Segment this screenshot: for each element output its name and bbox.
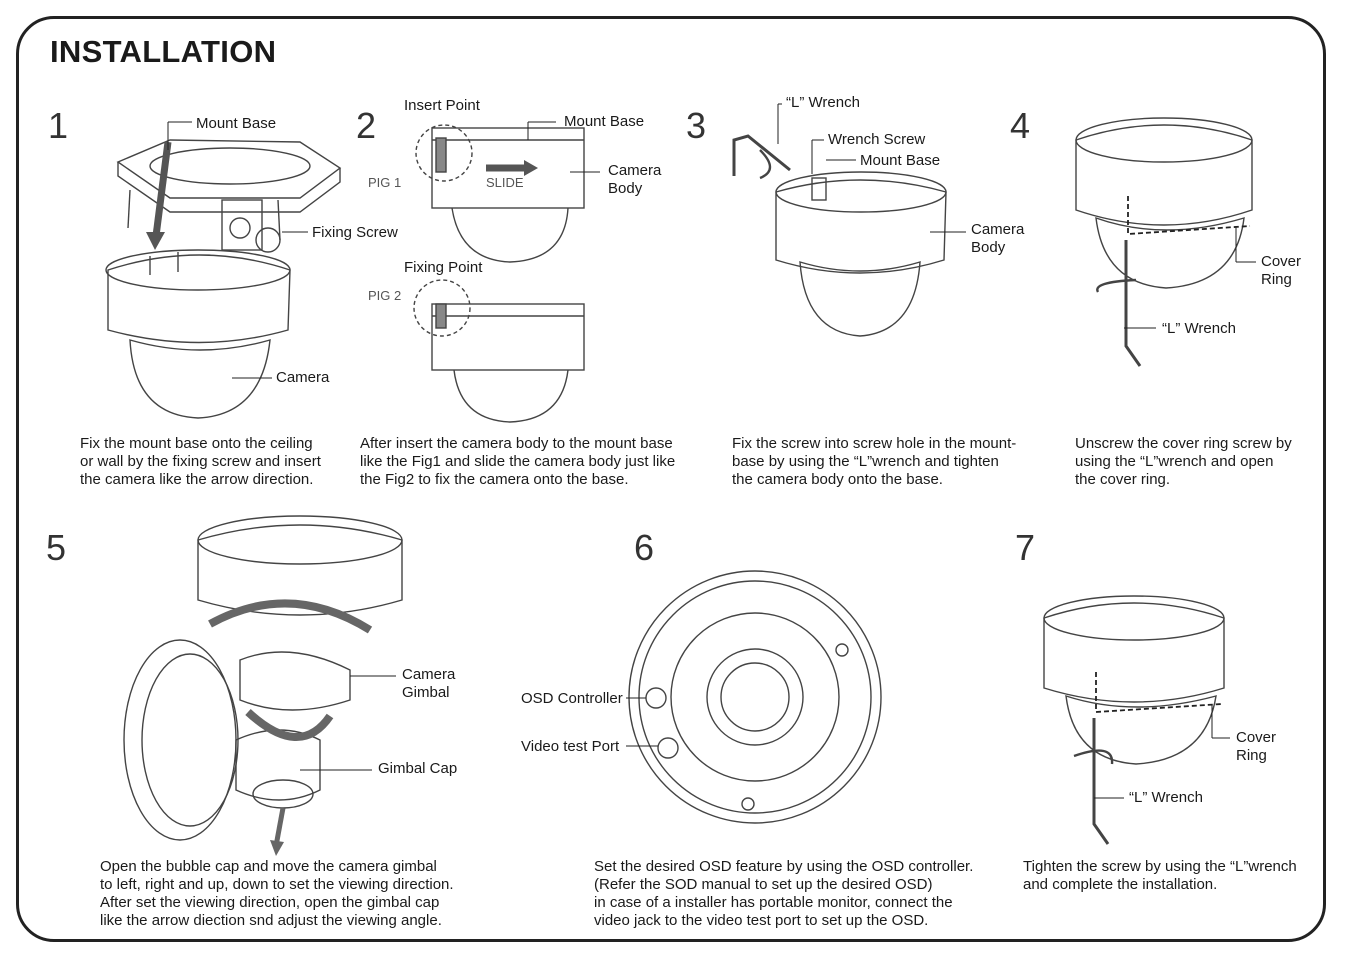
step3-caption: Fix the screw into screw hole in the mou… bbox=[732, 435, 1017, 488]
page-frame bbox=[16, 16, 1326, 942]
fig2-label: PIG 2 bbox=[368, 288, 402, 303]
insert-point-label: Insert Point bbox=[404, 97, 480, 114]
step1-camera-illustration bbox=[105, 249, 291, 419]
mount-base-label: Mount Base bbox=[860, 152, 941, 169]
cover-ring-label: Cover bbox=[1261, 253, 1302, 270]
cover-ring-label: Ring bbox=[1236, 747, 1267, 764]
cover-ring-label: Cover bbox=[1236, 729, 1277, 746]
step1-insert-arrow bbox=[152, 141, 172, 237]
video-test-port-label: Video test Port bbox=[521, 738, 620, 755]
step7-l-wrench-illustration bbox=[1073, 718, 1114, 845]
step3-camera-illustration bbox=[775, 171, 947, 337]
camera-body-label: Camera bbox=[608, 162, 662, 179]
step1-mount-base-illustration bbox=[116, 139, 342, 253]
step6-camera-top-illustration bbox=[628, 570, 882, 824]
camera-gimbal-label: Gimbal bbox=[402, 684, 450, 701]
step2-fig1-illustration bbox=[415, 124, 585, 263]
fixing-point-label: Fixing Point bbox=[404, 259, 483, 276]
step-number: 1 bbox=[48, 105, 69, 146]
step7-caption: Tighten the screw by using the “L”wrench… bbox=[1023, 858, 1297, 893]
gimbal-cap-label: Gimbal Cap bbox=[378, 760, 458, 777]
mount-base-label: Mount Base bbox=[564, 113, 645, 130]
cover-ring-label: Ring bbox=[1261, 271, 1292, 288]
step-number: 2 bbox=[356, 105, 377, 146]
camera-body-label: Camera bbox=[971, 221, 1025, 238]
step2-caption: After insert the camera body to the moun… bbox=[360, 435, 676, 488]
page-title: INSTALLATION bbox=[50, 34, 277, 69]
step3-l-wrench-illustration bbox=[732, 134, 791, 180]
fig1-label: PIG 1 bbox=[368, 175, 402, 190]
step-number: 5 bbox=[46, 527, 67, 568]
step4-camera-illustration bbox=[1075, 117, 1253, 289]
step5-camera-illustration bbox=[123, 515, 403, 841]
step5-caption: Open the bubble cap and move the camera … bbox=[100, 858, 454, 929]
fixing-screw-label: Fixing Screw bbox=[312, 224, 398, 241]
slide-label: SLIDE bbox=[486, 175, 524, 190]
camera-label: Camera bbox=[276, 369, 330, 386]
step7-camera-illustration bbox=[1043, 595, 1225, 765]
step-number: 6 bbox=[634, 527, 655, 568]
step4-l-wrench-illustration bbox=[1096, 240, 1142, 367]
l-wrench-label: “L” Wrench bbox=[1162, 320, 1236, 337]
l-wrench-label: “L” Wrench bbox=[786, 94, 860, 111]
step5-tilt-arrow bbox=[245, 709, 334, 741]
step2-fig2-illustration bbox=[413, 279, 585, 423]
step5-pan-arrow bbox=[208, 599, 373, 634]
mount-base-label: Mount Base bbox=[196, 115, 277, 132]
step-number: 4 bbox=[1010, 105, 1031, 146]
step-number: 3 bbox=[686, 105, 707, 146]
l-wrench-label: “L” Wrench bbox=[1129, 789, 1203, 806]
step-number: 7 bbox=[1015, 527, 1036, 568]
wrench-screw-label: Wrench Screw bbox=[828, 131, 926, 148]
camera-body-label: Body bbox=[608, 180, 643, 197]
camera-body-label: Body bbox=[971, 239, 1006, 256]
camera-gimbal-label: Camera bbox=[402, 666, 456, 683]
osd-controller-label: OSD Controller bbox=[521, 690, 623, 707]
step6-caption: Set the desired OSD feature by using the… bbox=[594, 858, 974, 929]
